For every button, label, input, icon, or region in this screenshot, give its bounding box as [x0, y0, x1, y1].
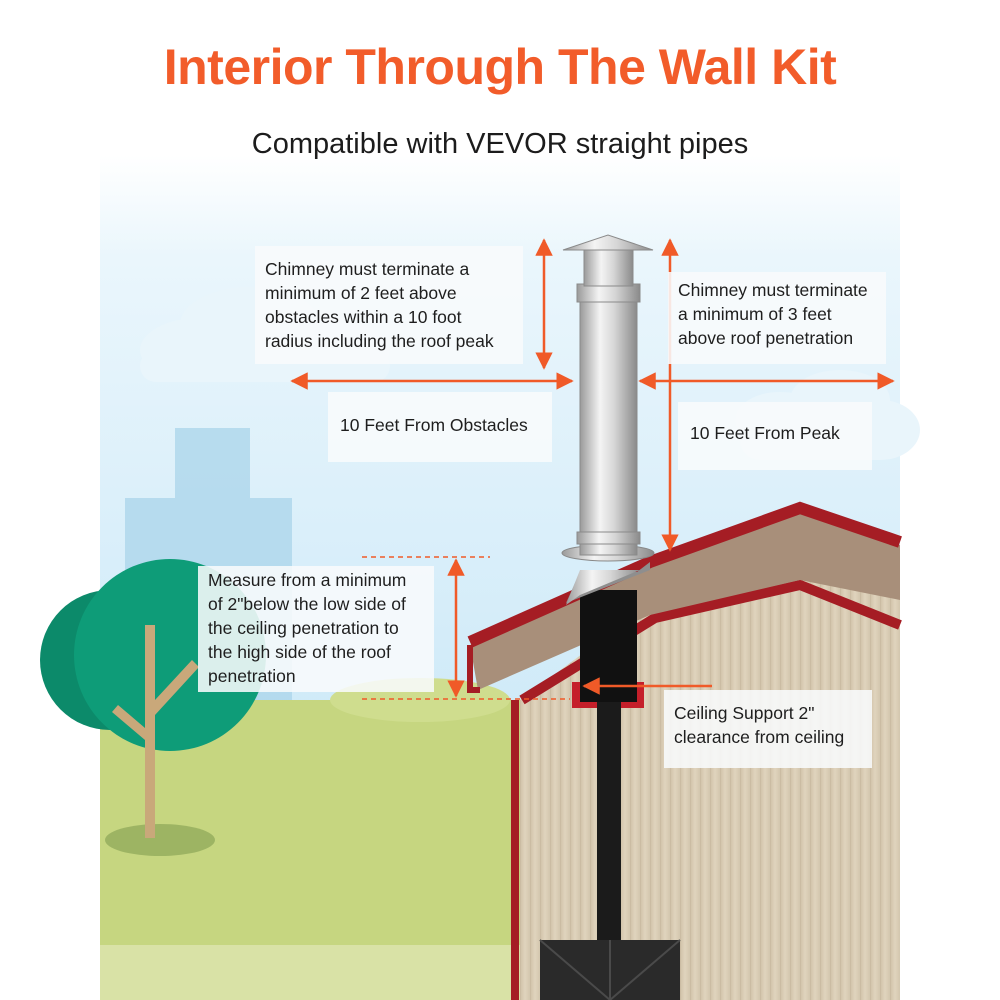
stove-top-lines [539, 939, 681, 1000]
page-title: Interior Through The Wall Kit [163, 39, 837, 95]
chimney-roof-rule-label: Chimney must terminate a minimum of 3 fe… [668, 272, 886, 364]
roof-flashing-cone-left [566, 570, 640, 605]
measure-rule-label: Measure from a minimum of 2"below the lo… [198, 566, 434, 692]
peak-distance-label: 10 Feet From Peak [678, 402, 872, 470]
ceiling-support-label: Ceiling Support 2" clearance from ceilin… [664, 690, 872, 768]
pipe-joint-band [576, 531, 641, 545]
tree-shadow [105, 824, 215, 856]
chimney-cap-top [562, 234, 654, 251]
page-subtitle: Compatible with VEVOR straight pipes [251, 128, 749, 160]
pipe-joint-upper [576, 283, 641, 303]
roof-edge [467, 645, 480, 693]
roof-top [470, 512, 900, 690]
roof-outer-trim [467, 501, 902, 648]
interior-stove-pipe [597, 700, 621, 945]
obstacles-distance-label: 10 Feet From Obstacles [328, 392, 552, 462]
steel-chimney-pipe [579, 299, 638, 556]
tree-trunk [112, 625, 199, 838]
chimney-radius-rule-label: Chimney must terminate a minimum of 2 fe… [255, 246, 523, 364]
chimney-cap-body [583, 249, 634, 287]
